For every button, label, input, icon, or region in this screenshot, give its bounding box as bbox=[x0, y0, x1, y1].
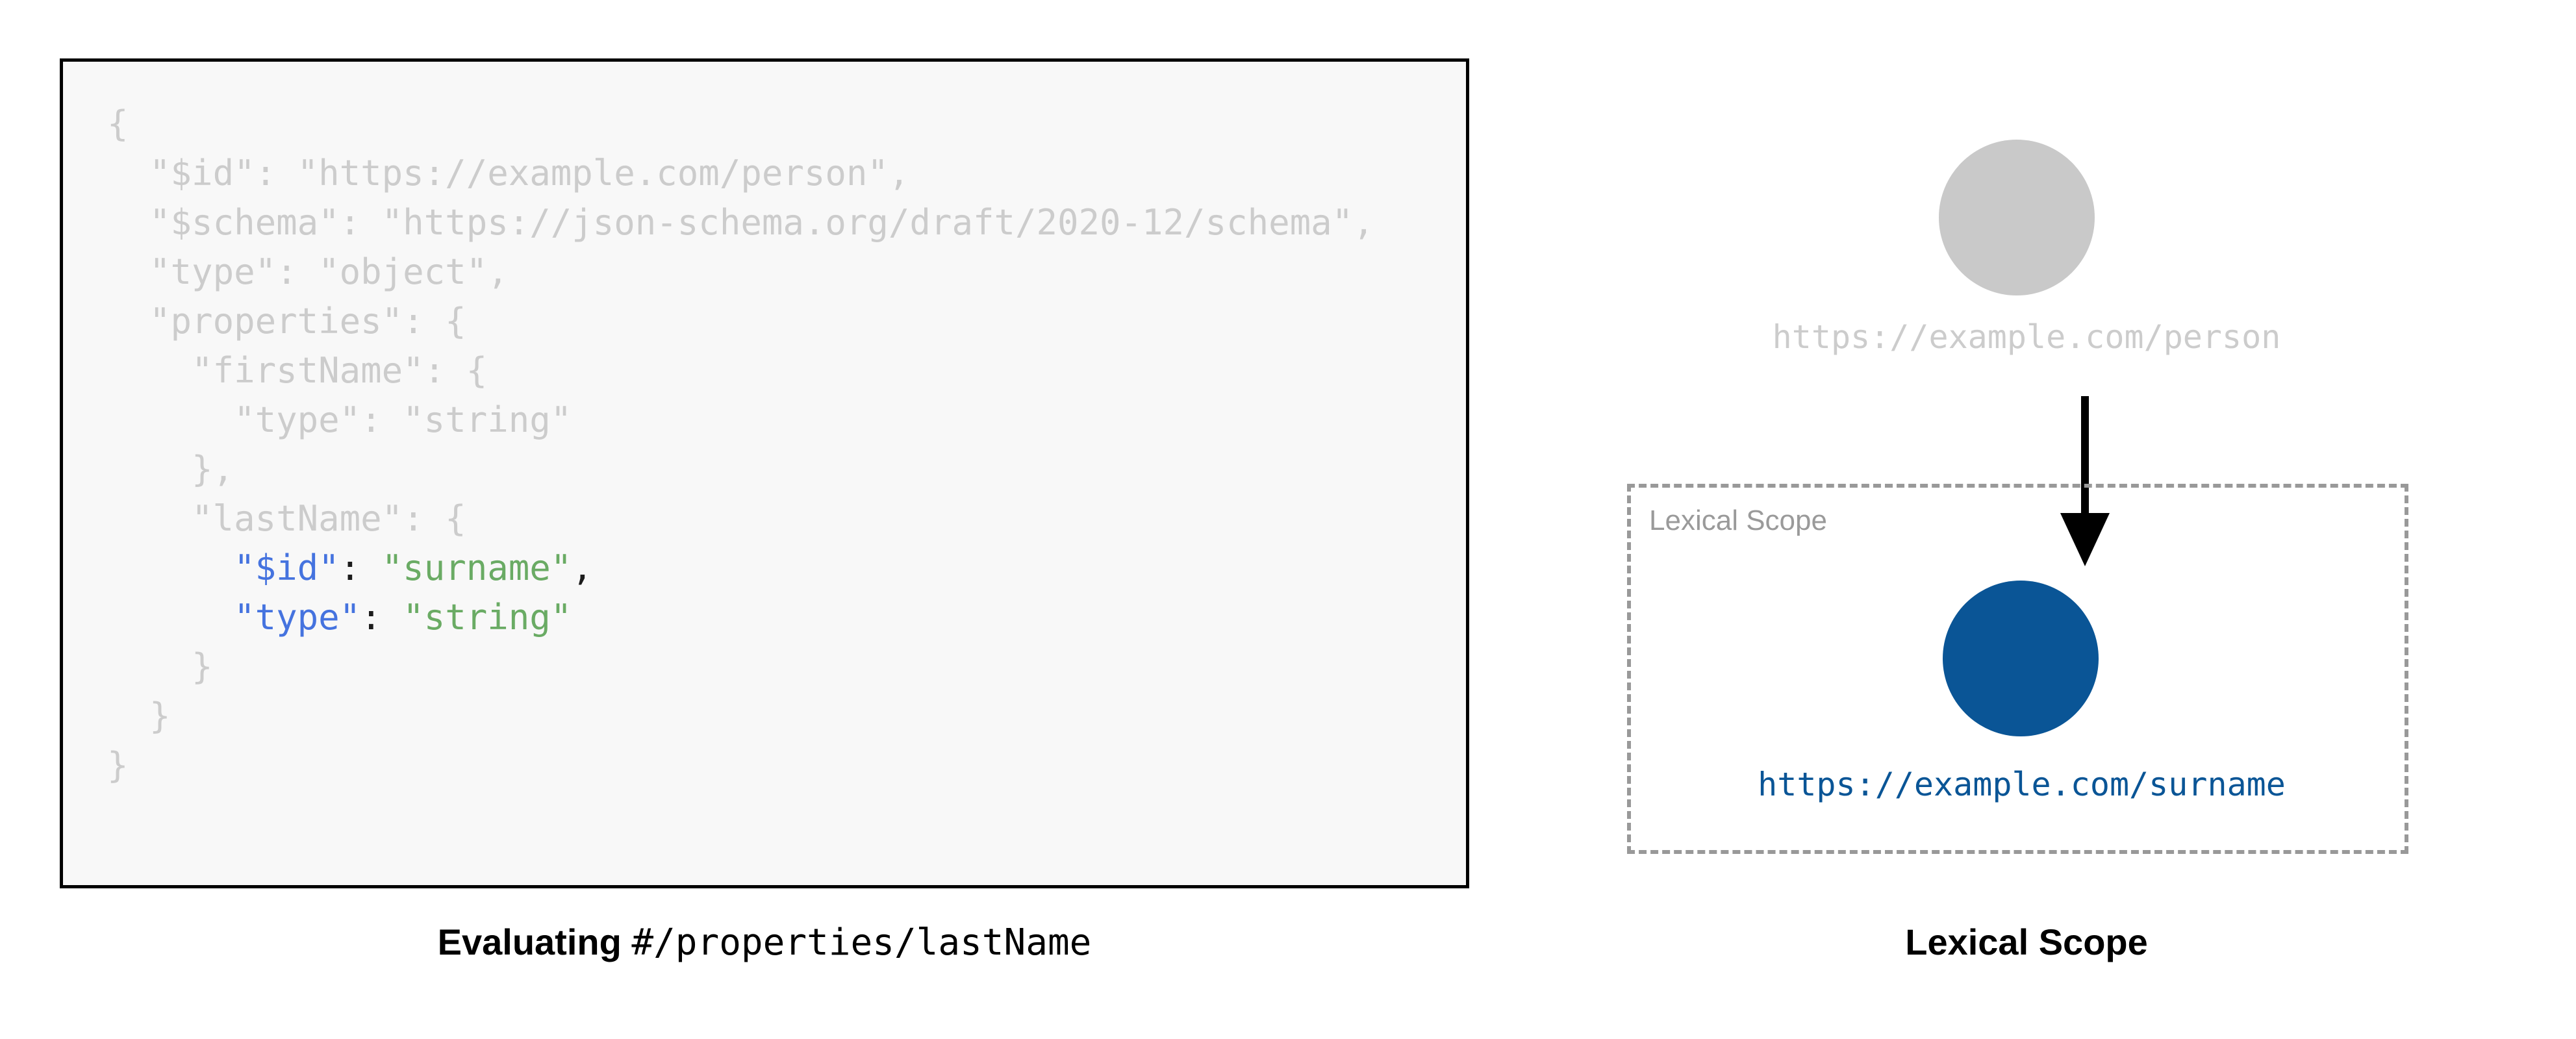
code-token-dim: } bbox=[149, 695, 171, 736]
code-token-dim: "type": "object", bbox=[149, 251, 509, 292]
code-token-dim: "type": "string" bbox=[234, 399, 572, 440]
schema-source-code: { "$id": "https://example.com/person", "… bbox=[63, 62, 1466, 790]
code-line: "type": "string" bbox=[107, 395, 1466, 445]
code-token-str: "string" bbox=[403, 597, 572, 638]
right-caption: Lexical Scope bbox=[1546, 921, 2507, 963]
code-token-dim: "lastName": { bbox=[192, 498, 466, 539]
lexical-scope-diagram: https://example.com/person Lexical Scope… bbox=[1546, 58, 2507, 888]
code-token-key: "$id" bbox=[234, 547, 340, 588]
left-caption: Evaluating #/properties/lastName bbox=[60, 921, 1469, 964]
schema-code-panel: { "$id": "https://example.com/person", "… bbox=[60, 58, 1469, 888]
left-caption-pointer: #/properties/lastName bbox=[631, 921, 1092, 964]
code-line: { bbox=[107, 99, 1466, 149]
code-line: "$schema": "https://json-schema.org/draf… bbox=[107, 198, 1466, 247]
code-token-dim: "properties": { bbox=[149, 301, 466, 342]
code-token-dim: "firstName": { bbox=[192, 350, 488, 391]
code-line: } bbox=[107, 741, 1466, 790]
node-person-label: https://example.com/person bbox=[1772, 318, 2281, 356]
code-line: } bbox=[107, 642, 1466, 692]
left-caption-bold: Evaluating bbox=[437, 921, 622, 962]
code-token-dim: } bbox=[192, 646, 213, 687]
code-token-punc: : bbox=[360, 597, 403, 638]
node-surname-label: https://example.com/surname bbox=[1758, 766, 2286, 803]
code-token-dim: } bbox=[107, 745, 129, 786]
code-token-punc: , bbox=[572, 547, 593, 588]
code-token-dim: { bbox=[107, 103, 129, 144]
code-token-str: "surname" bbox=[381, 547, 572, 588]
code-token-punc: : bbox=[339, 547, 382, 588]
code-block: { "$id": "https://example.com/person", "… bbox=[60, 58, 1469, 888]
code-token-key: "type" bbox=[234, 597, 361, 638]
node-person-circle-icon bbox=[1939, 140, 2095, 295]
code-token-dim: "$schema": "https://json-schema.org/draf… bbox=[149, 202, 1374, 243]
code-line: "$id": "surname", bbox=[107, 544, 1466, 593]
code-line: } bbox=[107, 692, 1466, 741]
code-line: "type": "object", bbox=[107, 247, 1466, 297]
code-token-dim: }, bbox=[192, 449, 234, 490]
right-caption-bold: Lexical Scope bbox=[1905, 921, 2148, 962]
code-line: "$id": "https://example.com/person", bbox=[107, 149, 1466, 198]
code-line: }, bbox=[107, 445, 1466, 494]
code-line: "firstName": { bbox=[107, 346, 1466, 395]
lexical-scope-title: Lexical Scope bbox=[1649, 505, 1827, 536]
code-line: "lastName": { bbox=[107, 494, 1466, 544]
code-line: "type": "string" bbox=[107, 593, 1466, 642]
node-surname-circle-icon bbox=[1943, 581, 2099, 736]
lexical-scope-box: Lexical Scope https://example.com/surnam… bbox=[1627, 484, 2408, 854]
scope-inheritance-arrow-icon bbox=[2060, 396, 2110, 566]
code-token-dim: "$id": "https://example.com/person", bbox=[149, 153, 910, 194]
code-line: "properties": { bbox=[107, 297, 1466, 346]
